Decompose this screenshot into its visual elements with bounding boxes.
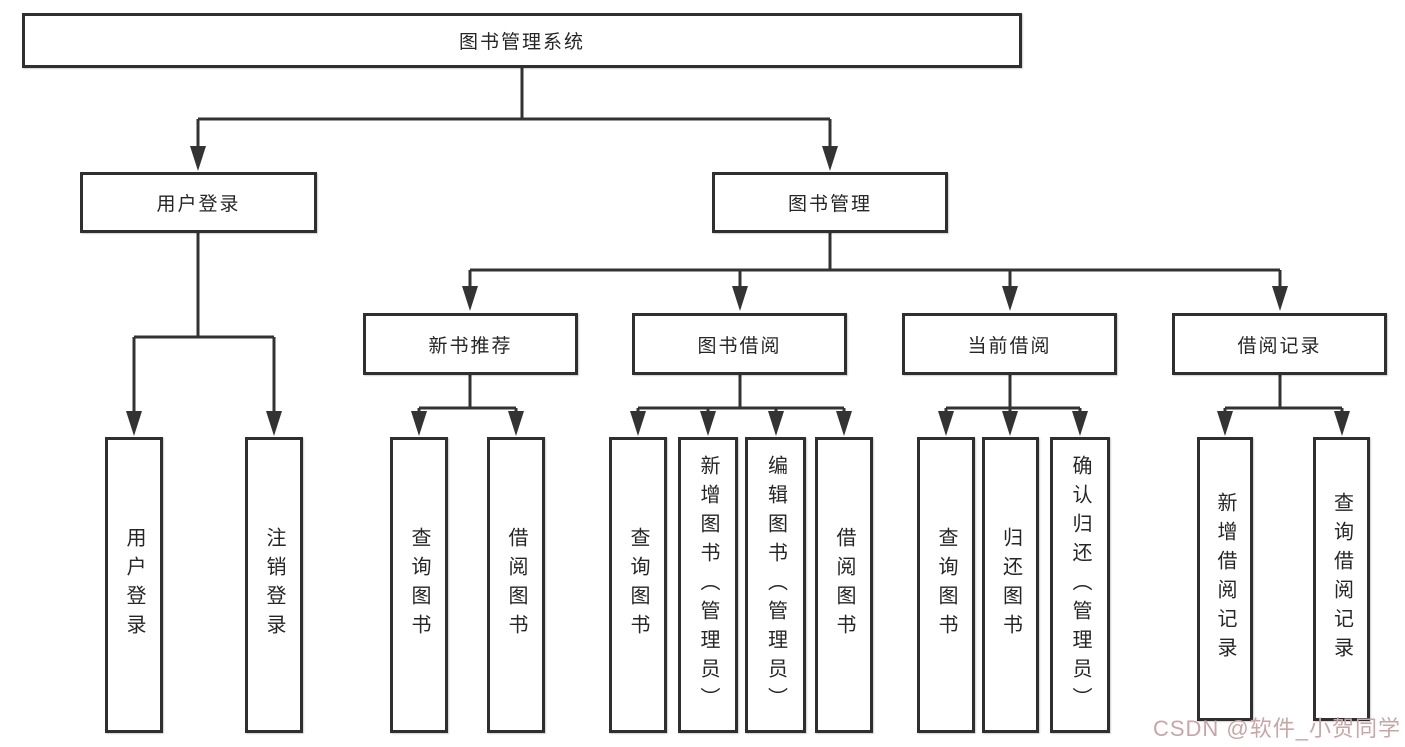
node-label: 用户登录 [123,527,145,643]
node-label: 图书管理 [787,194,872,215]
arrowhead [1002,286,1018,311]
node-label: 图书借阅 [697,335,782,357]
leaf-confirm-return-admin: 确认归还（管理员） [1050,437,1110,733]
node-label: 注销登录 [263,527,285,643]
arrowhead [938,411,954,436]
arrowhead [190,146,206,171]
arrowhead [630,411,646,436]
arrowhead [508,411,524,436]
node-label: 编辑图书（管理员） [764,454,787,716]
node-label: 图书管理系统 [458,32,585,53]
node-book-management: 图书管理 [712,172,948,233]
arrowhead [732,286,748,311]
leaf-borrow-books-recommend: 借阅图书 [487,437,545,733]
arrowhead [822,146,838,171]
arrowhead [768,411,784,436]
arrowhead [126,411,142,436]
node-label: 借阅图书 [833,527,855,643]
connector-new-book-recommend-to-children [417,375,518,413]
leaf-query-books-borrow: 查询图书 [609,437,667,733]
arrowhead [700,411,716,436]
arrowhead [462,286,478,311]
connector-root-to-children [196,68,832,148]
connector-borrow-records-to-children [1223,375,1344,413]
node-label: 用户登录 [156,194,241,215]
arrowhead [836,411,852,436]
connector-book-borrow-to-children [636,375,846,413]
leaf-borrow-books: 借阅图书 [815,437,873,733]
node-new-book-recommend: 新书推荐 [363,313,578,375]
node-label: 查询图书 [935,527,957,643]
leaf-return-books: 归还图书 [982,437,1039,733]
node-current-borrow: 当前借阅 [902,313,1117,375]
node-book-borrow: 图书借阅 [632,313,847,375]
node-label: 当前借阅 [967,335,1052,357]
node-label: 新增图书（管理员） [697,454,719,716]
leaf-add-borrow-record: 新增借阅记录 [1197,437,1253,721]
arrowhead [266,411,282,436]
node-label: 归还图书 [999,527,1022,643]
node-label: 新增借阅记录 [1214,492,1236,666]
connector-user-login-to-children [132,233,276,412]
arrowhead [1072,411,1088,436]
node-label: 查询图书 [627,527,649,643]
node-label: 查询图书 [408,527,430,643]
leaf-query-books-recommend: 查询图书 [390,437,448,733]
node-label: 借阅记录 [1237,335,1322,357]
arrowhead [1272,286,1288,311]
leaf-logout: 注销登录 [245,437,303,733]
csdn-watermark: CSDN @软件_小贺同学 [1152,716,1401,741]
node-library-management-system: 图书管理系统 [22,13,1022,68]
arrowhead [1002,411,1018,436]
node-borrow-records: 借阅记录 [1172,313,1387,375]
node-label: 查询借阅记录 [1330,492,1353,666]
node-label: 借阅图书 [505,527,527,643]
node-user-login: 用户登录 [80,172,317,233]
leaf-edit-book-admin: 编辑图书（管理员） [745,437,806,733]
leaf-user-login: 用户登录 [105,437,163,733]
leaf-query-borrow-record: 查询借阅记录 [1313,437,1370,721]
arrowhead [411,411,427,436]
node-label: 新书推荐 [428,335,513,357]
leaf-add-book-admin: 新增图书（管理员） [678,437,738,733]
arrowhead [1334,411,1350,436]
connector-book-management-to-children [468,233,1282,288]
leaf-query-books-current: 查询图书 [917,437,975,733]
connector-current-borrow-to-children [944,375,1082,413]
node-label: 确认归还（管理员） [1069,454,1091,716]
arrowhead [1217,411,1233,436]
